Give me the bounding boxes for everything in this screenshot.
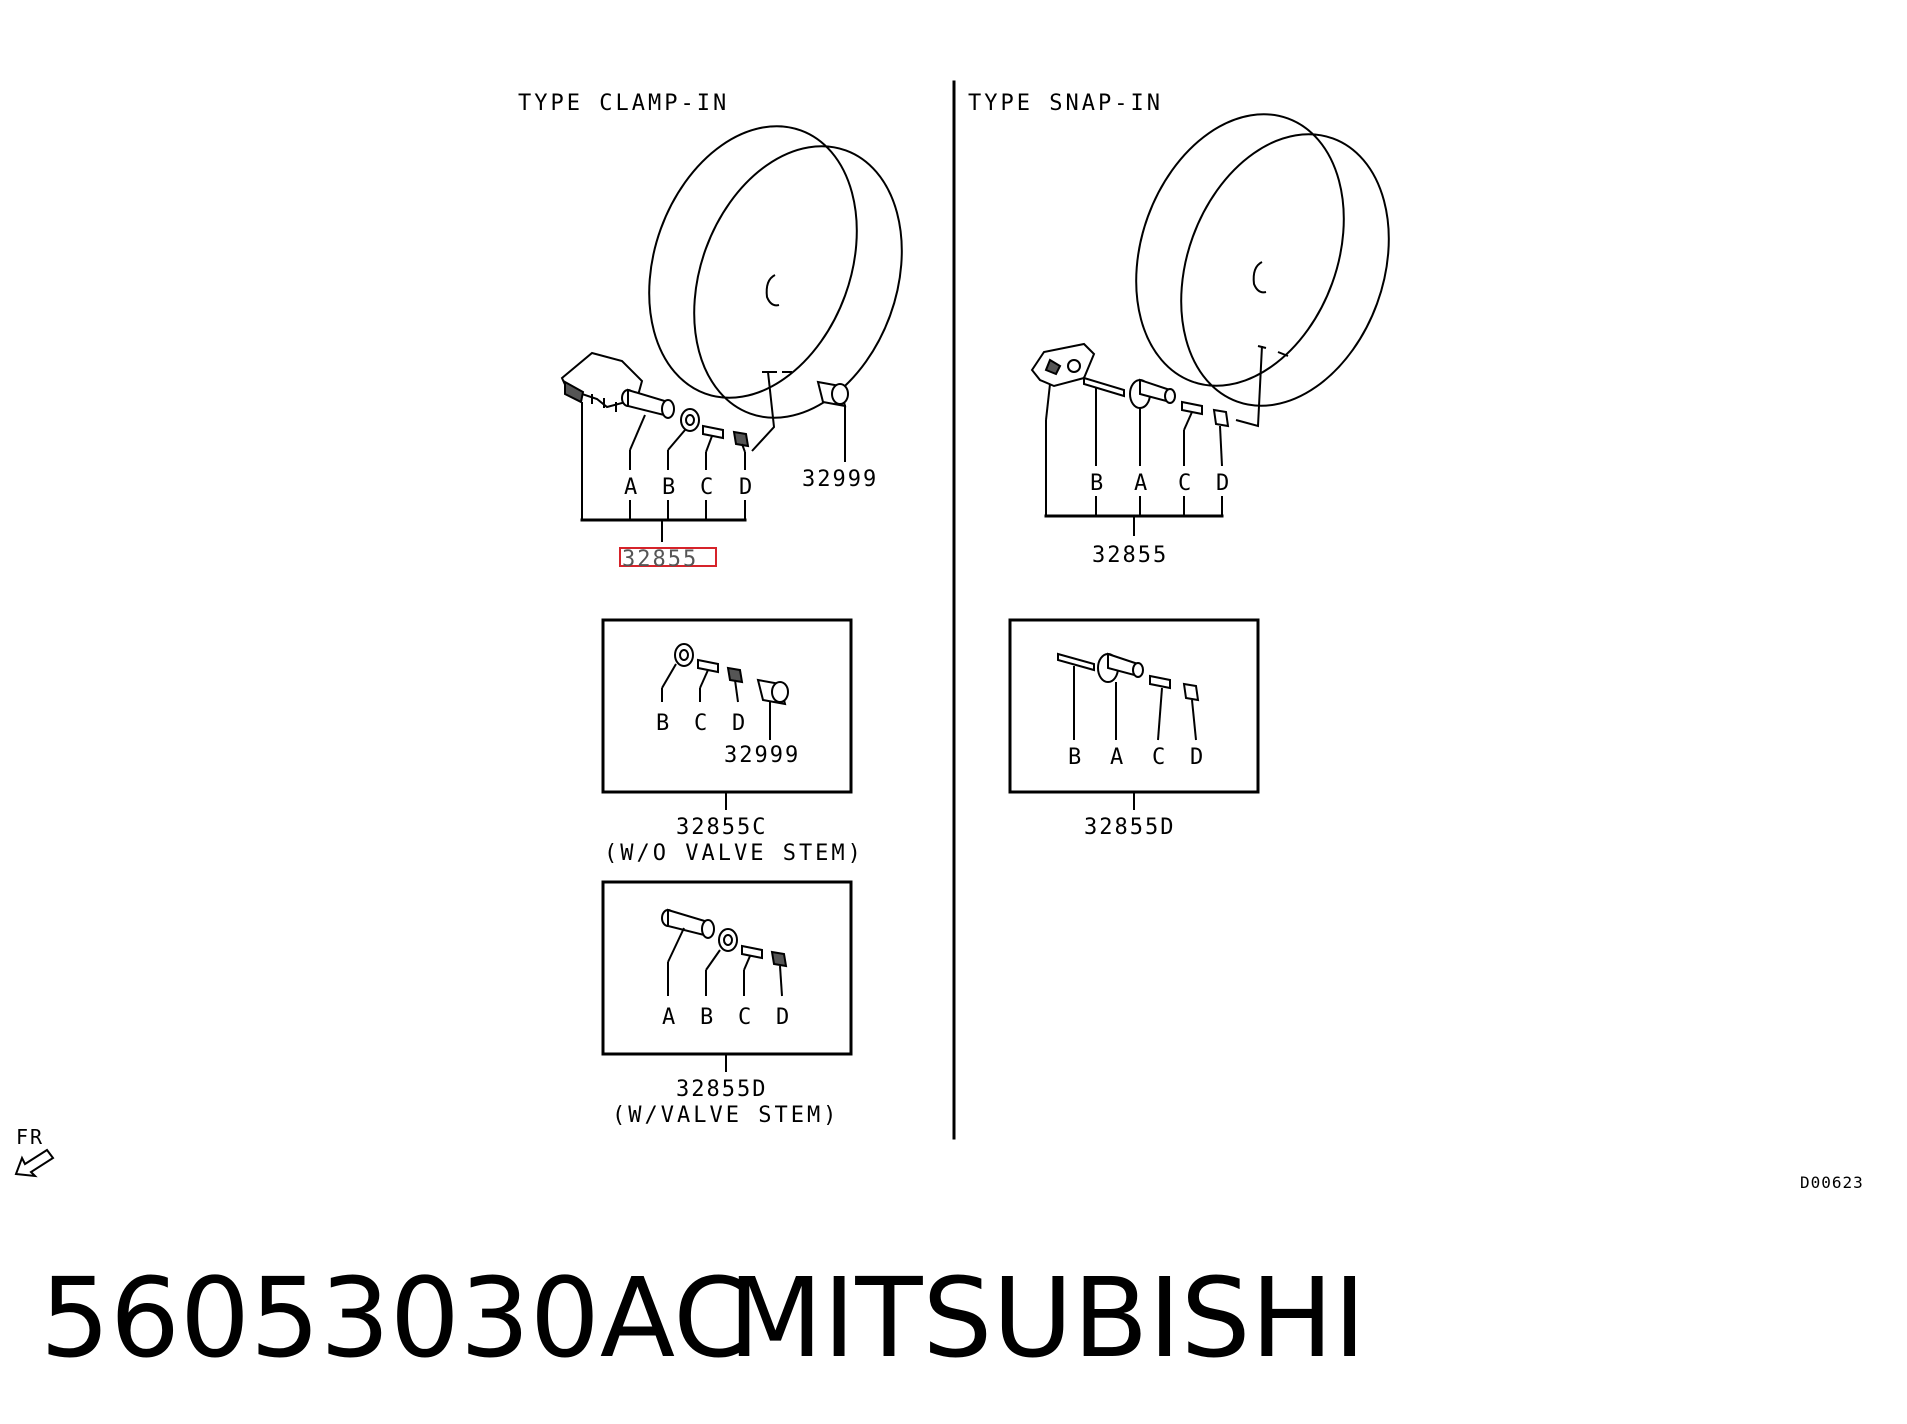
valve-core-c-snap-in: [1181, 400, 1203, 416]
kit-32855c-parts: [661, 643, 789, 740]
clamp-in-title: TYPE CLAMP-IN: [518, 91, 729, 116]
clamp-in-letter-b: B: [662, 475, 675, 500]
kit-32855d-snap-parts: [1057, 652, 1200, 741]
kit-32855d-snap-letter-a: A: [1110, 745, 1123, 770]
snap-in-leaders: [1044, 383, 1224, 536]
valve-stem-a-clamp-in: [621, 388, 675, 419]
kit-32855d-clamp-box: [601, 880, 853, 1056]
clamp-in-letter-d: D: [739, 475, 752, 500]
snap-in-title: TYPE SNAP-IN: [968, 91, 1163, 116]
clamp-in-part-32999: 32999: [802, 467, 878, 492]
valve-cap-d-snap-in: [1212, 408, 1230, 428]
kit-32855d-clamp-letter-b: B: [700, 1005, 713, 1030]
brand-name: MITSUBISHI: [728, 1254, 1366, 1382]
kit-32855c-letter-c: C: [694, 711, 707, 736]
nut-32999-clamp-in: [816, 380, 849, 408]
valve-a-snap-in: [1129, 378, 1176, 409]
kit-32855d-snap-letter-d: D: [1190, 745, 1203, 770]
kit-32855d-clamp-letter-c: C: [738, 1005, 751, 1030]
front-arrow-icon: [14, 1148, 55, 1178]
kit-32855d-snap-box: [1008, 618, 1260, 794]
kit-32855d-clamp-letter-a: A: [662, 1005, 675, 1030]
kit-32855d-clamp-number: 32855D: [676, 1077, 767, 1102]
wheel-snap-in: [1135, 113, 1390, 407]
clamp-in-leaders: [580, 402, 747, 542]
kit-32855c-letter-b: B: [656, 711, 669, 736]
wheel-clamp-in: [648, 125, 903, 419]
valve-cap-d-clamp-in: [732, 430, 750, 448]
snap-in-letter-a: A: [1134, 471, 1147, 496]
snap-in-letter-b: B: [1090, 471, 1103, 496]
snap-in-letter-c: C: [1178, 471, 1191, 496]
kit-32855d-clamp-note: (W/VALVE STEM): [612, 1103, 839, 1128]
clamp-in-letter-c: C: [700, 475, 713, 500]
diagram-code: D00623: [1800, 1173, 1864, 1192]
kit-32855d-clamp-letter-d: D: [776, 1005, 789, 1030]
direction-label: FR: [16, 1125, 44, 1149]
clamp-in-assembly-number[interactable]: 32855: [622, 547, 698, 572]
kit-32855c-letter-d: D: [732, 711, 745, 736]
grommet-b-clamp-in: [680, 408, 700, 432]
valve-core-c-clamp-in: [702, 424, 724, 440]
kit-32855c-part-32999: 32999: [724, 743, 800, 768]
clamp-in-letter-a: A: [624, 475, 637, 500]
kit-32855d-clamp-parts: [661, 908, 788, 997]
snap-in-assembly-number[interactable]: 32855: [1092, 543, 1168, 568]
kit-32855c-note: (W/O VALVE STEM): [604, 841, 864, 866]
kit-32855d-snap-letter-b: B: [1068, 745, 1081, 770]
snap-in-letter-d: D: [1216, 471, 1229, 496]
kit-32855c-number: 32855C: [676, 815, 767, 840]
tpms-sensor-snap-in: [1030, 342, 1096, 388]
part-number: 56053030AC: [40, 1254, 750, 1382]
highlight-box: [619, 547, 717, 567]
kit-32855d-snap-letter-c: C: [1152, 745, 1165, 770]
stem-b-snap-in: [1083, 376, 1125, 398]
kit-32855d-snap-number: 32855D: [1084, 815, 1175, 840]
